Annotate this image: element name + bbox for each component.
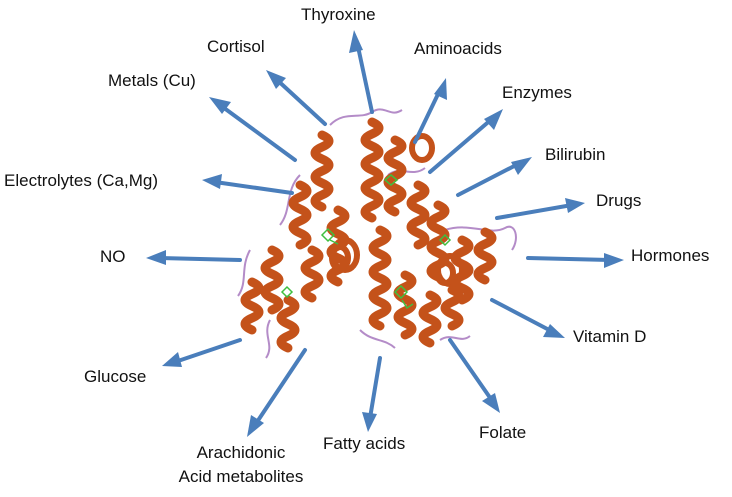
arrow-folate	[448, 338, 500, 413]
label-glucose: Glucose	[84, 367, 147, 386]
protein-helices-right	[406, 180, 497, 348]
arrow-no	[146, 250, 242, 265]
label-arachidonic-line2: Acid metabolites	[178, 467, 304, 486]
arrow-thyroxine	[349, 30, 374, 114]
arrow-enzymes	[428, 109, 503, 174]
label-electrolytes: Electrolytes (Ca,Mg)	[4, 171, 158, 190]
arrow-fatty-acids	[362, 356, 382, 432]
arrow-aminoacids	[413, 78, 447, 144]
label-vitamin-d: Vitamin D	[573, 327, 647, 346]
label-metals: Metals (Cu)	[108, 71, 196, 90]
protein-coil-rings	[329, 133, 465, 287]
arrow-glucose	[162, 338, 242, 367]
label-folate: Folate	[479, 423, 527, 442]
arrow-metals	[209, 97, 297, 162]
label-aminoacids: Aminoacids	[414, 39, 502, 58]
arrow-hormones	[526, 253, 624, 268]
protein-helices-center	[360, 117, 417, 340]
arrow-vitamin-d	[490, 298, 565, 338]
label-cortisol: Cortisol	[207, 37, 265, 56]
arrow-bilirubin	[456, 157, 532, 197]
label-no: NO	[100, 247, 126, 266]
bound-ligands	[280, 174, 452, 310]
arrow-drugs	[495, 198, 585, 220]
arrow-electrolytes	[202, 174, 294, 195]
protein-helices-left	[240, 130, 350, 353]
label-enzymes: Enzymes	[502, 83, 572, 102]
label-arachidonic-line1: Arachidonic	[196, 443, 286, 462]
arrow-cortisol	[266, 70, 327, 126]
label-drugs: Drugs	[596, 191, 642, 210]
label-bilirubin: Bilirubin	[545, 145, 606, 164]
label-thyroxine: Thyroxine	[301, 5, 376, 24]
arrow-arachidonic	[247, 348, 307, 437]
label-hormones: Hormones	[631, 246, 710, 265]
label-fatty-acids: Fatty acids	[323, 434, 406, 453]
